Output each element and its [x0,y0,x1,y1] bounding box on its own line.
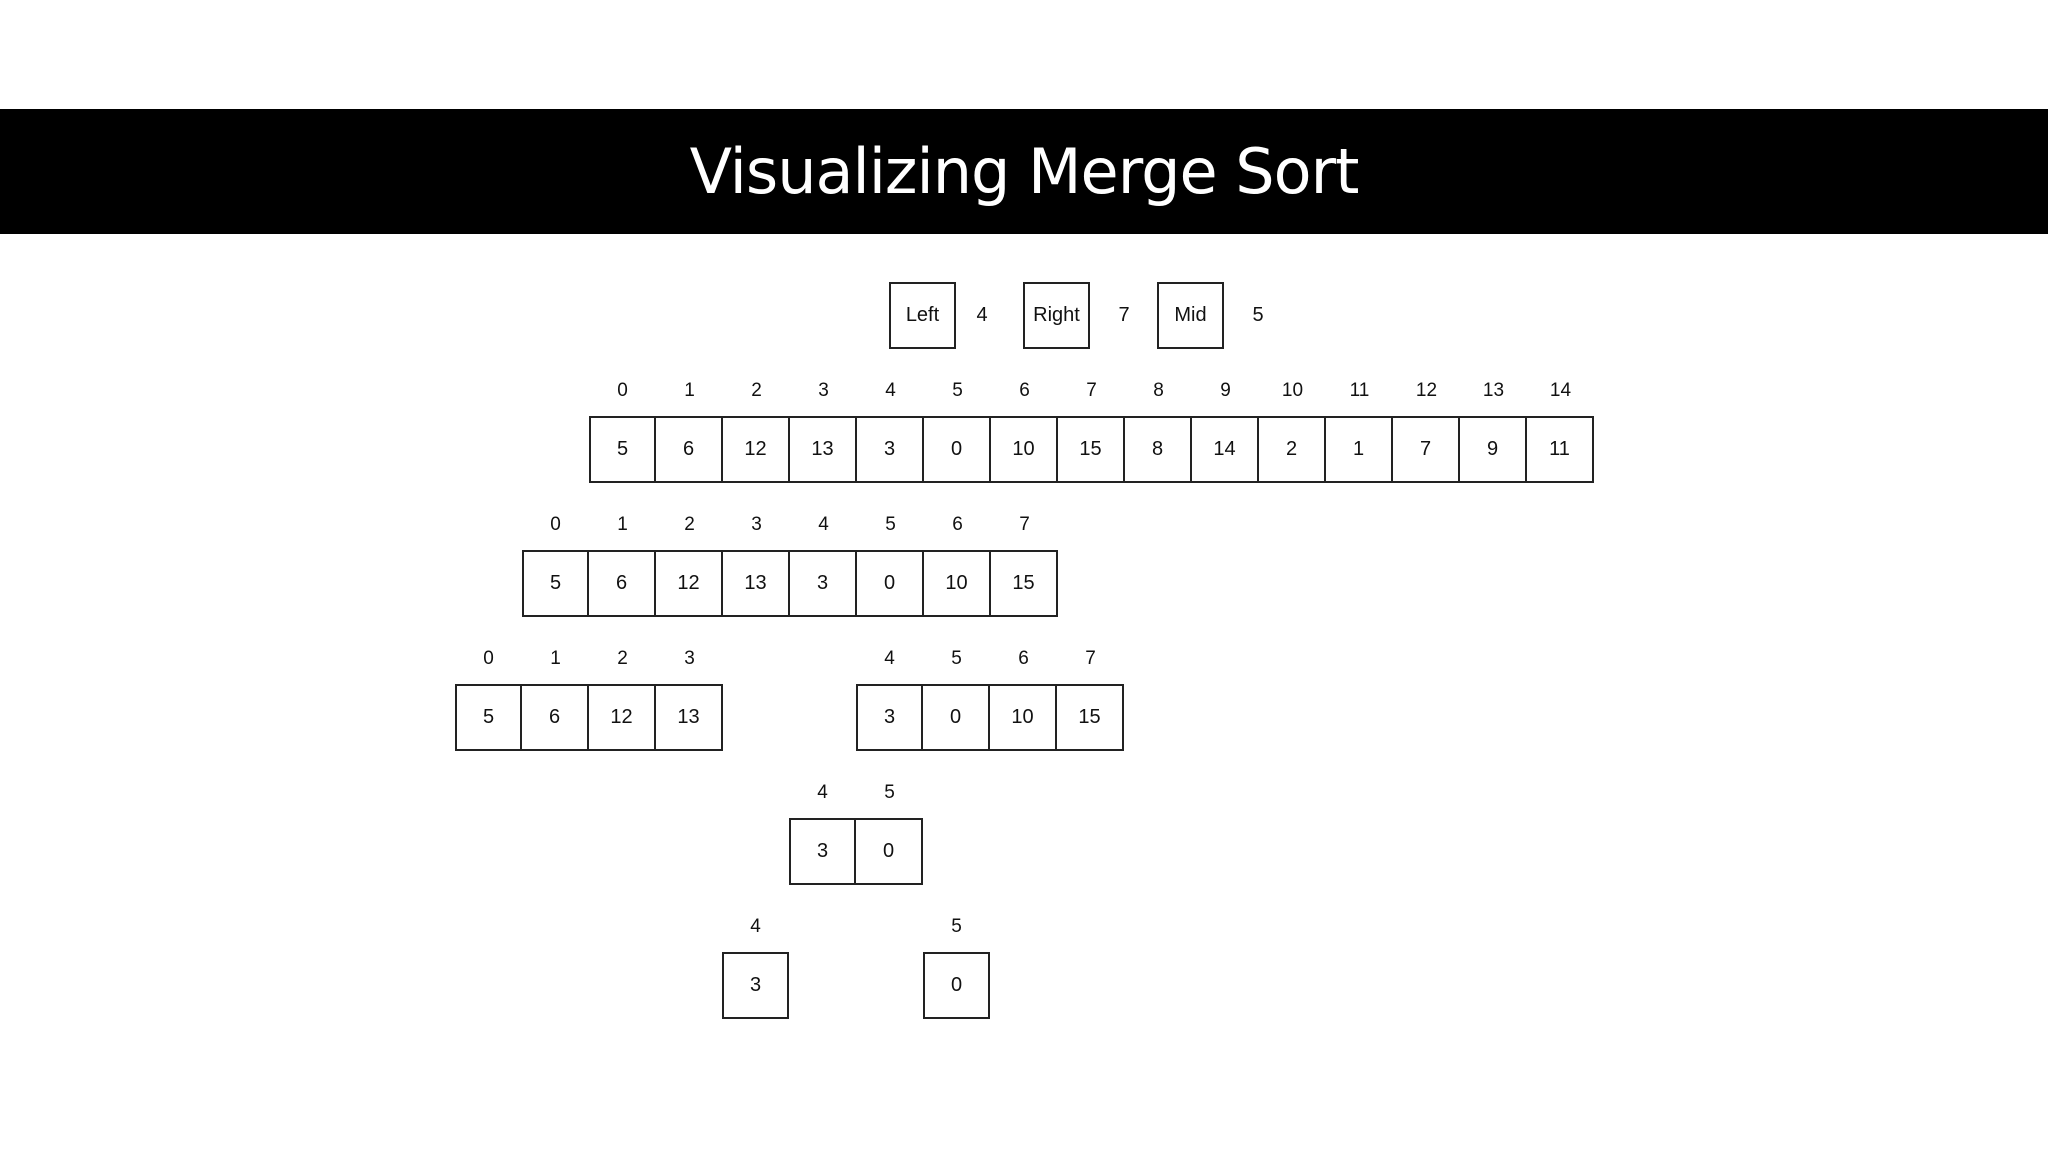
right-pointer-label: Right [1023,282,1090,349]
array-index-label: 6 [1019,380,1030,401]
array-cell: 12 [723,416,790,483]
array-index-label: 5 [951,916,962,937]
array-index-label: 2 [684,514,695,535]
array-index-label: 5 [952,380,963,401]
array-cell: 15 [1058,416,1125,483]
array-index-label: 11 [1349,380,1370,401]
array-index-label: 7 [1086,380,1097,401]
array-index-label: 1 [550,648,561,669]
array-index-label: 4 [750,916,761,937]
left-pointer-label: Left [889,282,956,349]
array-cell: 13 [656,684,723,751]
array-cell: 0 [923,684,990,751]
array-index-label: 4 [817,782,828,803]
array-cell: 5 [455,684,522,751]
array-index-label: 4 [818,514,829,535]
array-index-label: 5 [884,782,895,803]
mid-pointer-label: Mid [1157,282,1224,349]
array-index-label: 7 [1019,514,1030,535]
array-cell: 11 [1527,416,1594,483]
array-index-label: 4 [885,380,896,401]
array-index-label: 3 [684,648,695,669]
array-cell: 0 [924,416,991,483]
array-cell: 10 [991,416,1058,483]
mid-pointer-value: 5 [1252,304,1264,326]
array-cell: 3 [789,818,856,885]
array-index-label: 12 [1415,380,1438,401]
array-index-label: 6 [952,514,963,535]
array-cell: 2 [1259,416,1326,483]
array-cell: 10 [990,684,1057,751]
array-cell: 15 [991,550,1058,617]
array-index-label: 10 [1281,380,1304,401]
array-cell: 13 [790,416,857,483]
array-cell: 5 [589,416,656,483]
array-cell: 3 [856,684,923,751]
array-index-label: 9 [1220,380,1231,401]
array-index-label: 3 [818,380,829,401]
array-cell: 3 [722,952,789,1019]
page-title: Visualizing Merge Sort [689,135,1360,208]
array-cell: 6 [522,684,589,751]
array-index-label: 8 [1153,380,1164,401]
array-cell: 13 [723,550,790,617]
right-pointer-value: 7 [1118,304,1130,326]
array-index-label: 6 [1018,648,1029,669]
array-cell: 15 [1057,684,1124,751]
array-cell: 8 [1125,416,1192,483]
array-index-label: 2 [617,648,628,669]
array-index-label: 7 [1085,648,1096,669]
array-cell: 12 [589,684,656,751]
array-index-label: 0 [617,380,628,401]
array-cell: 0 [857,550,924,617]
array-cell: 3 [790,550,857,617]
array-index-label: 5 [885,514,896,535]
array-index-label: 4 [884,648,895,669]
array-index-label: 2 [751,380,762,401]
array-cell: 0 [923,952,990,1019]
array-index-label: 1 [617,514,628,535]
left-pointer-value: 4 [976,304,988,326]
array-index-label: 14 [1549,380,1572,401]
array-cell: 1 [1326,416,1393,483]
array-index-label: 0 [483,648,494,669]
array-cell: 0 [856,818,923,885]
array-index-label: 13 [1482,380,1505,401]
array-index-label: 0 [550,514,561,535]
array-cell: 6 [589,550,656,617]
array-cell: 3 [857,416,924,483]
array-cell: 12 [656,550,723,617]
array-cell: 9 [1460,416,1527,483]
array-index-label: 3 [751,514,762,535]
array-cell: 7 [1393,416,1460,483]
array-cell: 14 [1192,416,1259,483]
array-cell: 5 [522,550,589,617]
array-cell: 6 [656,416,723,483]
array-index-label: 1 [684,380,695,401]
array-index-label: 5 [951,648,962,669]
array-cell: 10 [924,550,991,617]
title-bar: Visualizing Merge Sort [0,109,2048,234]
